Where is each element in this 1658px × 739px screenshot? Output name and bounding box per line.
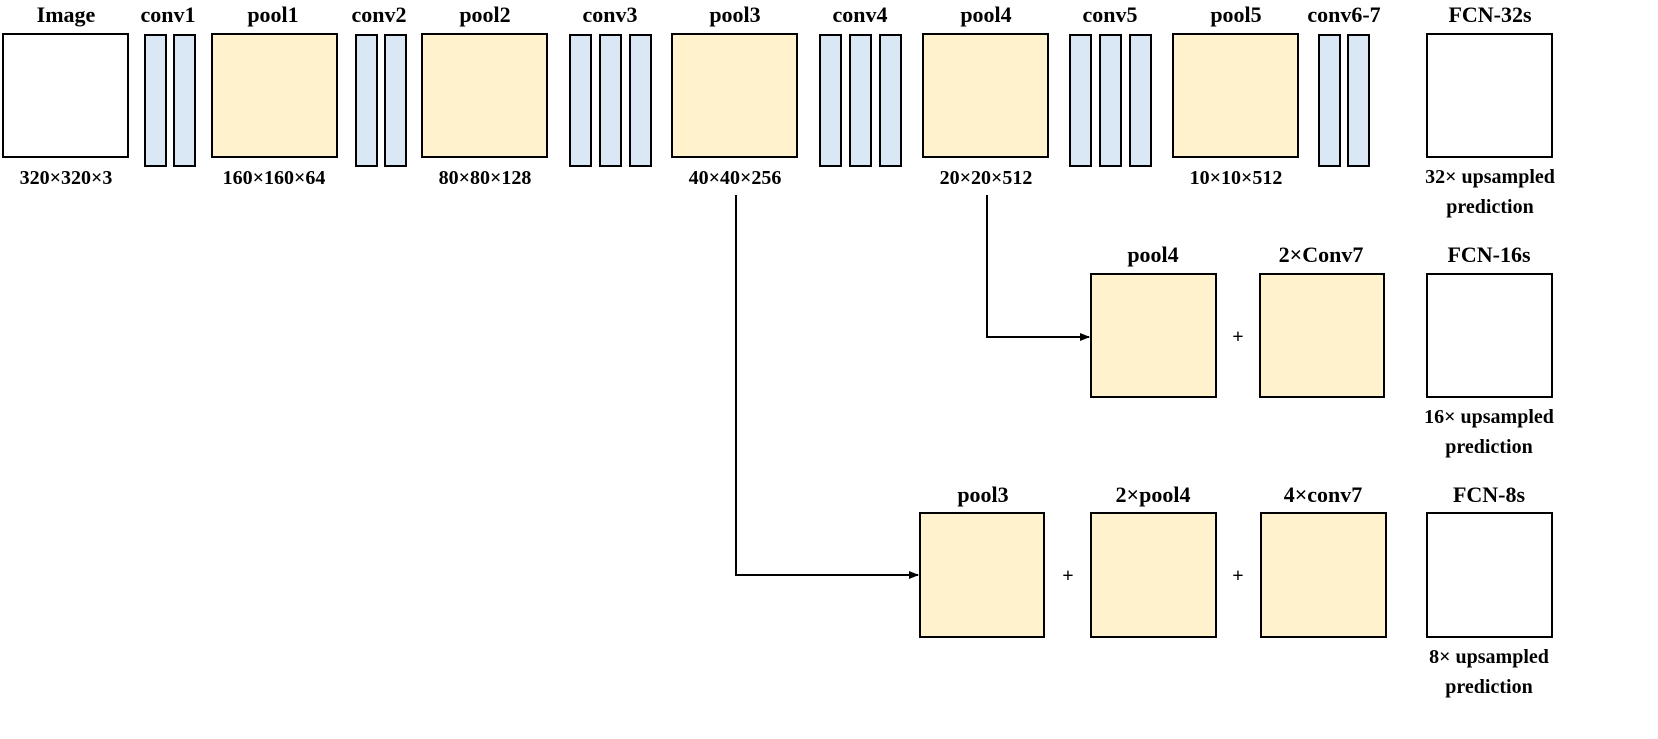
conv4-layer-b (849, 34, 872, 167)
fcn32s-caption-line1: 32× upsampled (1425, 166, 1555, 188)
conv2-layer-b (384, 34, 407, 167)
conv5-label: conv5 (1082, 2, 1138, 27)
conv4-label: conv4 (832, 2, 888, 27)
pool2-dims: 80×80×128 (438, 167, 532, 189)
pool4-label: pool4 (960, 2, 1012, 27)
conv5-layer-b (1099, 34, 1122, 167)
fcn16s-label: FCN-16s (1447, 242, 1531, 267)
conv6-7-layer-a (1318, 34, 1341, 167)
fcn8-conv7x4-label: 4×conv7 (1283, 482, 1363, 507)
pool1-label: pool1 (247, 2, 299, 27)
conv1-label: conv1 (140, 2, 196, 27)
conv5-layer-c (1129, 34, 1152, 167)
fcn8-pool4x2-label: 2×pool4 (1115, 482, 1191, 507)
conv2-layer-a (355, 34, 378, 167)
fcn16-conv7x2-label: 2×Conv7 (1278, 242, 1364, 267)
fcn32s-caption: 32× upsampled prediction (1425, 162, 1555, 222)
pool2-label: pool2 (459, 2, 511, 27)
pool1-box (211, 33, 338, 158)
fcn8-plus-sign-2: + (1232, 565, 1244, 587)
fcn8s-caption-line2: prediction (1445, 676, 1533, 698)
fcn8s-label: FCN-8s (1452, 482, 1526, 507)
fcn8-pool3-box (919, 512, 1045, 638)
fcn8s-caption: 8× upsampled prediction (1429, 642, 1549, 702)
fcn32s-caption-line2: prediction (1446, 196, 1534, 218)
pool2-box (421, 33, 548, 158)
conv3-layer-b (599, 34, 622, 167)
conv3-label: conv3 (582, 2, 638, 27)
fcn8-pool4x2-box (1090, 512, 1217, 638)
conv4-layer-a (819, 34, 842, 167)
conv1-layer-b (173, 34, 196, 167)
conv3-layer-c (629, 34, 652, 167)
fcn16-plus-sign: + (1232, 326, 1244, 348)
pool5-dims: 10×10×512 (1189, 167, 1283, 189)
fcn16-pool4-box (1090, 273, 1217, 398)
input-image-box (2, 33, 129, 158)
image-label: Image (36, 2, 96, 27)
fcn32s-label: FCN-32s (1448, 2, 1532, 27)
fcn8-conv7x4-box (1260, 512, 1387, 638)
conv6-7-layer-b (1347, 34, 1370, 167)
fcn16s-caption-line2: prediction (1445, 436, 1533, 458)
fcn8s-caption-line1: 8× upsampled (1429, 646, 1549, 668)
fcn16s-caption-line1: 16× upsampled (1424, 406, 1554, 428)
pool5-label: pool5 (1210, 2, 1262, 27)
fcn32s-output-box (1426, 33, 1553, 158)
fcn16s-output-box (1426, 273, 1553, 398)
pool3-label: pool3 (709, 2, 761, 27)
fcn8s-output-box (1426, 512, 1553, 638)
fcn8-plus-sign-1: + (1062, 565, 1074, 587)
pool3-skip-arrow (735, 195, 919, 579)
pool4-skip-arrow (986, 195, 1090, 341)
fcn8-pool3-label: pool3 (957, 482, 1009, 507)
pool4-box (922, 33, 1049, 158)
fcn16s-caption: 16× upsampled prediction (1424, 402, 1554, 462)
fcn16-conv7x2-box (1259, 273, 1385, 398)
conv6-7-label: conv6-7 (1307, 2, 1381, 27)
pool5-box (1172, 33, 1299, 158)
conv3-layer-a (569, 34, 592, 167)
conv2-label: conv2 (351, 2, 407, 27)
pool3-box (671, 33, 798, 158)
pool1-dims: 160×160×64 (222, 167, 326, 189)
pool4-dims: 20×20×512 (939, 167, 1033, 189)
image-dims: 320×320×3 (19, 167, 113, 189)
fcn16-pool4-label: pool4 (1127, 242, 1179, 267)
conv4-layer-c (879, 34, 902, 167)
conv5-layer-a (1069, 34, 1092, 167)
conv1-layer-a (144, 34, 167, 167)
pool3-dims: 40×40×256 (688, 167, 782, 189)
